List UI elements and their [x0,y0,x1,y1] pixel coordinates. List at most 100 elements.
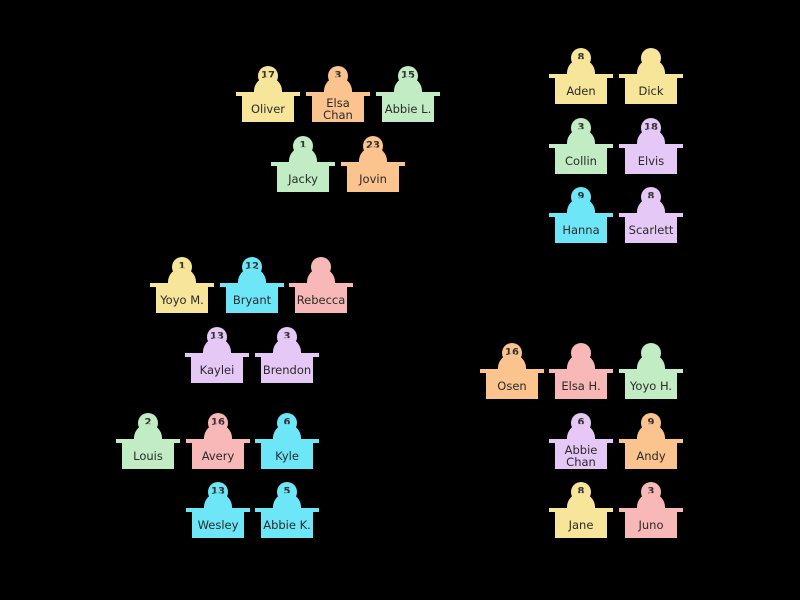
student-number: 2 [144,417,152,428]
student-desk-collin[interactable]: 3 Collin [549,118,613,184]
student-body-icon [254,77,282,93]
student-body-icon [394,77,422,93]
desk-top [289,283,353,287]
desk-top [186,508,250,512]
student-name: Juno [625,512,677,538]
student-desk-elvis[interactable]: 18 Elvis [619,118,683,184]
student-name: Collin [555,148,607,174]
desk-top [236,92,300,96]
student-number: 12 [245,261,259,272]
student-name: Abbie K. [261,512,313,538]
desk-top [150,283,214,287]
desk-top [306,92,370,96]
student-desk-yoyo-m[interactable]: 1 Yoyo M. [150,257,214,323]
student-number: 5 [283,486,291,497]
student-desk-kaylei[interactable]: 13 Kaylei [185,327,249,393]
student-number: 9 [577,191,585,202]
desk-top [271,162,335,166]
student-body-icon [567,354,595,370]
student-desk-juno[interactable]: 3 Juno [619,482,683,548]
student-body-icon [273,424,301,440]
student-name: Brendon [261,357,313,383]
student-desk-scarlett[interactable]: 8 Scarlett [619,187,683,253]
student-number: 3 [334,70,342,81]
student-desk-rebecca[interactable]: Rebecca [289,257,353,323]
student-body-icon [204,493,232,509]
student-name: Avery [192,443,244,469]
student-body-icon [273,338,301,354]
student-name: Osen [486,373,538,399]
student-name: Rebecca [295,287,347,313]
student-body-icon [168,268,196,284]
student-number: 9 [647,417,655,428]
student-name: Yoyo M. [156,287,208,313]
student-body-icon [307,268,335,284]
student-desk-jacky[interactable]: 1 Jacky [271,136,335,202]
student-body-icon [637,59,665,75]
student-name: Bryant [226,287,278,313]
student-desk-jane[interactable]: 8 Jane [549,482,613,548]
student-number: 16 [505,347,519,358]
student-desk-oliver[interactable]: 17 Oliver [236,66,300,132]
desk-top [220,283,284,287]
desk-top [549,213,613,217]
student-name: Abbie Chan [555,443,607,469]
student-desk-andy[interactable]: 9 Andy [619,413,683,479]
student-desk-brendon[interactable]: 3 Brendon [255,327,319,393]
student-desk-abbie-chan[interactable]: 6 Abbie Chan [549,413,613,479]
student-body-icon [567,424,595,440]
student-name: Aden [555,78,607,104]
student-name: Scarlett [625,217,677,243]
student-name: Elsa H. [555,373,607,399]
desk-top [341,162,405,166]
student-desk-osen[interactable]: 16 Osen [480,343,544,409]
student-desk-hanna[interactable]: 9 Hanna [549,187,613,253]
student-body-icon [567,198,595,214]
student-body-icon [637,424,665,440]
student-number: 1 [299,140,307,151]
student-number: 13 [211,486,225,497]
student-desk-kyle[interactable]: 6 Kyle [255,413,319,479]
student-body-icon [567,493,595,509]
student-number: 8 [647,191,655,202]
student-number: 6 [577,417,585,428]
student-name: Dick [625,78,677,104]
desk-top [186,439,250,443]
student-number: 8 [577,52,585,63]
student-name: Hanna [555,217,607,243]
desk-top [549,439,613,443]
student-desk-avery[interactable]: 16 Avery [186,413,250,479]
student-desk-jovin[interactable]: 23 Jovin [341,136,405,202]
student-name: Abbie L. [382,96,434,122]
student-name: Jovin [347,166,399,192]
student-desk-aden[interactable]: 8 Aden [549,48,613,114]
desk-top [549,369,613,373]
student-body-icon [498,354,526,370]
student-desk-elsa-h[interactable]: Elsa H. [549,343,613,409]
desk-top [255,353,319,357]
desk-top [619,213,683,217]
student-number: 13 [210,331,224,342]
student-desk-elsa-chan[interactable]: 3 Elsa Chan [306,66,370,132]
student-desk-yoyo-h[interactable]: Yoyo H. [619,343,683,409]
desk-top [255,439,319,443]
student-number: 8 [577,486,585,497]
student-desk-wesley[interactable]: 13 Wesley [186,482,250,548]
student-desk-bryant[interactable]: 12 Bryant [220,257,284,323]
student-desk-abbie-l[interactable]: 15 Abbie L. [376,66,440,132]
student-desk-dick[interactable]: Dick [619,48,683,114]
desk-top [619,439,683,443]
desk-top [376,92,440,96]
desk-top [480,369,544,373]
student-body-icon [289,147,317,163]
student-body-icon [203,338,231,354]
student-name: Oliver [242,96,294,122]
student-desk-abbie-k[interactable]: 5 Abbie K. [255,482,319,548]
student-number: 3 [647,486,655,497]
student-name: Elvis [625,148,677,174]
student-number: 3 [283,331,291,342]
desk-top [619,144,683,148]
student-number: 18 [644,122,658,133]
student-body-icon [637,493,665,509]
student-desk-louis[interactable]: 2 Louis [116,413,180,479]
